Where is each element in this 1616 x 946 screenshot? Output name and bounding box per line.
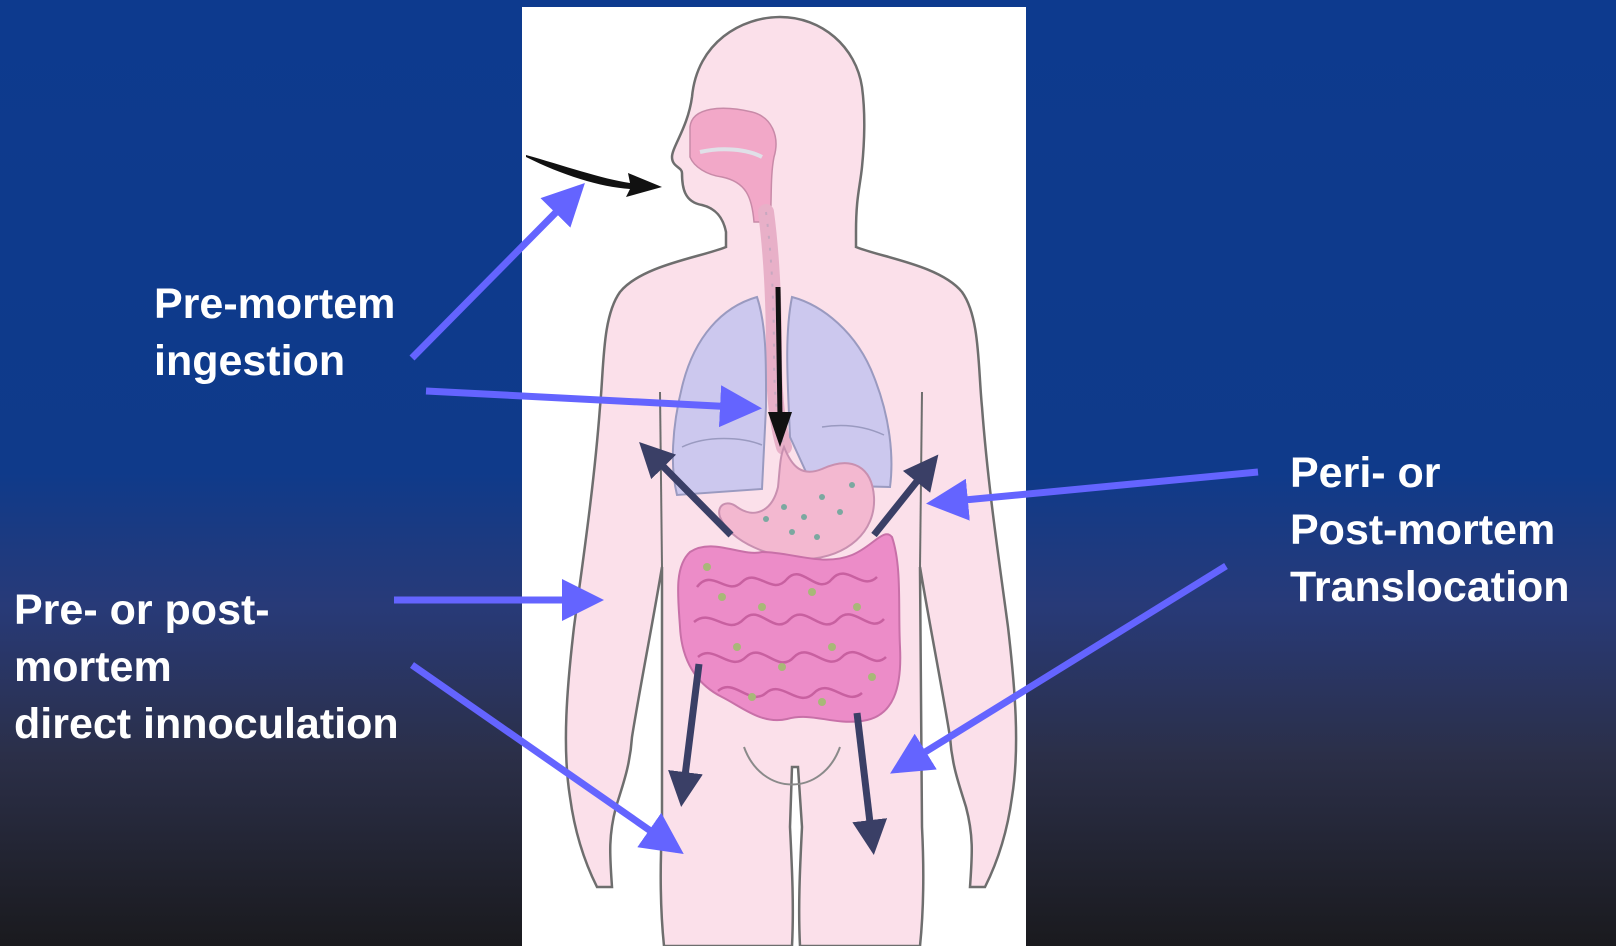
innoculation-arrow-to-leg [412,665,678,850]
label-line: direct innoculation [14,696,399,753]
spread-arrow-lower-right [857,713,873,848]
label-line: Translocation [1290,559,1570,616]
label-line: Pre-mortem [154,276,395,333]
ingestion-arrow-to-lungs [426,391,755,408]
spread-arrow-upper-left [644,447,731,535]
label-pre-mortem-ingestion: Pre-mortem ingestion [154,276,395,390]
translocation-arrow-to-arm [933,472,1258,503]
label-translocation: Peri- or Post-mortem Translocation [1290,445,1570,616]
label-line: Peri- or [1290,445,1570,502]
label-line: mortem [14,639,399,696]
translocation-arrow-to-abdomen [896,566,1226,770]
label-line: Pre- or post- [14,582,399,639]
ingestion-arrow-to-mouth [412,188,580,358]
spread-arrow-lower-left [682,664,699,800]
label-line: Post-mortem [1290,502,1570,559]
label-line: ingestion [154,333,395,390]
spread-arrow-upper-right [874,460,934,535]
label-direct-innoculation: Pre- or post- mortem direct innoculation [14,582,399,753]
